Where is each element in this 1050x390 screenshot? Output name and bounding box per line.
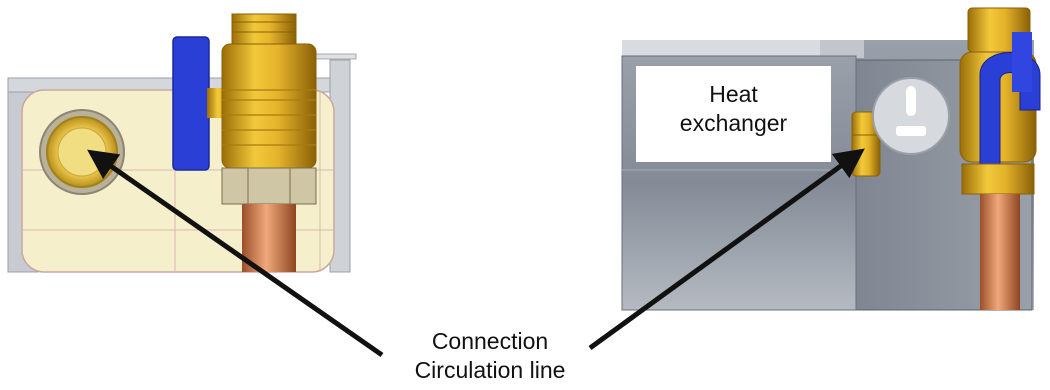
heat-exchanger-label-line1: Heat [709,81,758,107]
callout-line2: Circulation line [414,357,566,383]
callout-line1: Connection [431,328,549,354]
arrow-to-left-connection [87,149,384,358]
heat-exchanger-label: Heat exchanger [636,66,831,162]
arrow-to-right-connection [588,148,865,351]
left-detail-view [7,13,357,273]
ball-valve-icon [959,7,1041,310]
connection-circulation-callout: Connection Circulation line [380,327,600,385]
connection-fitting-icon [39,109,125,195]
heat-exchanger-label-line2: exchanger [679,110,788,136]
ball-valve-icon [172,13,357,272]
pressure-gauge-icon [872,77,950,155]
right-detail-view [621,7,1041,311]
